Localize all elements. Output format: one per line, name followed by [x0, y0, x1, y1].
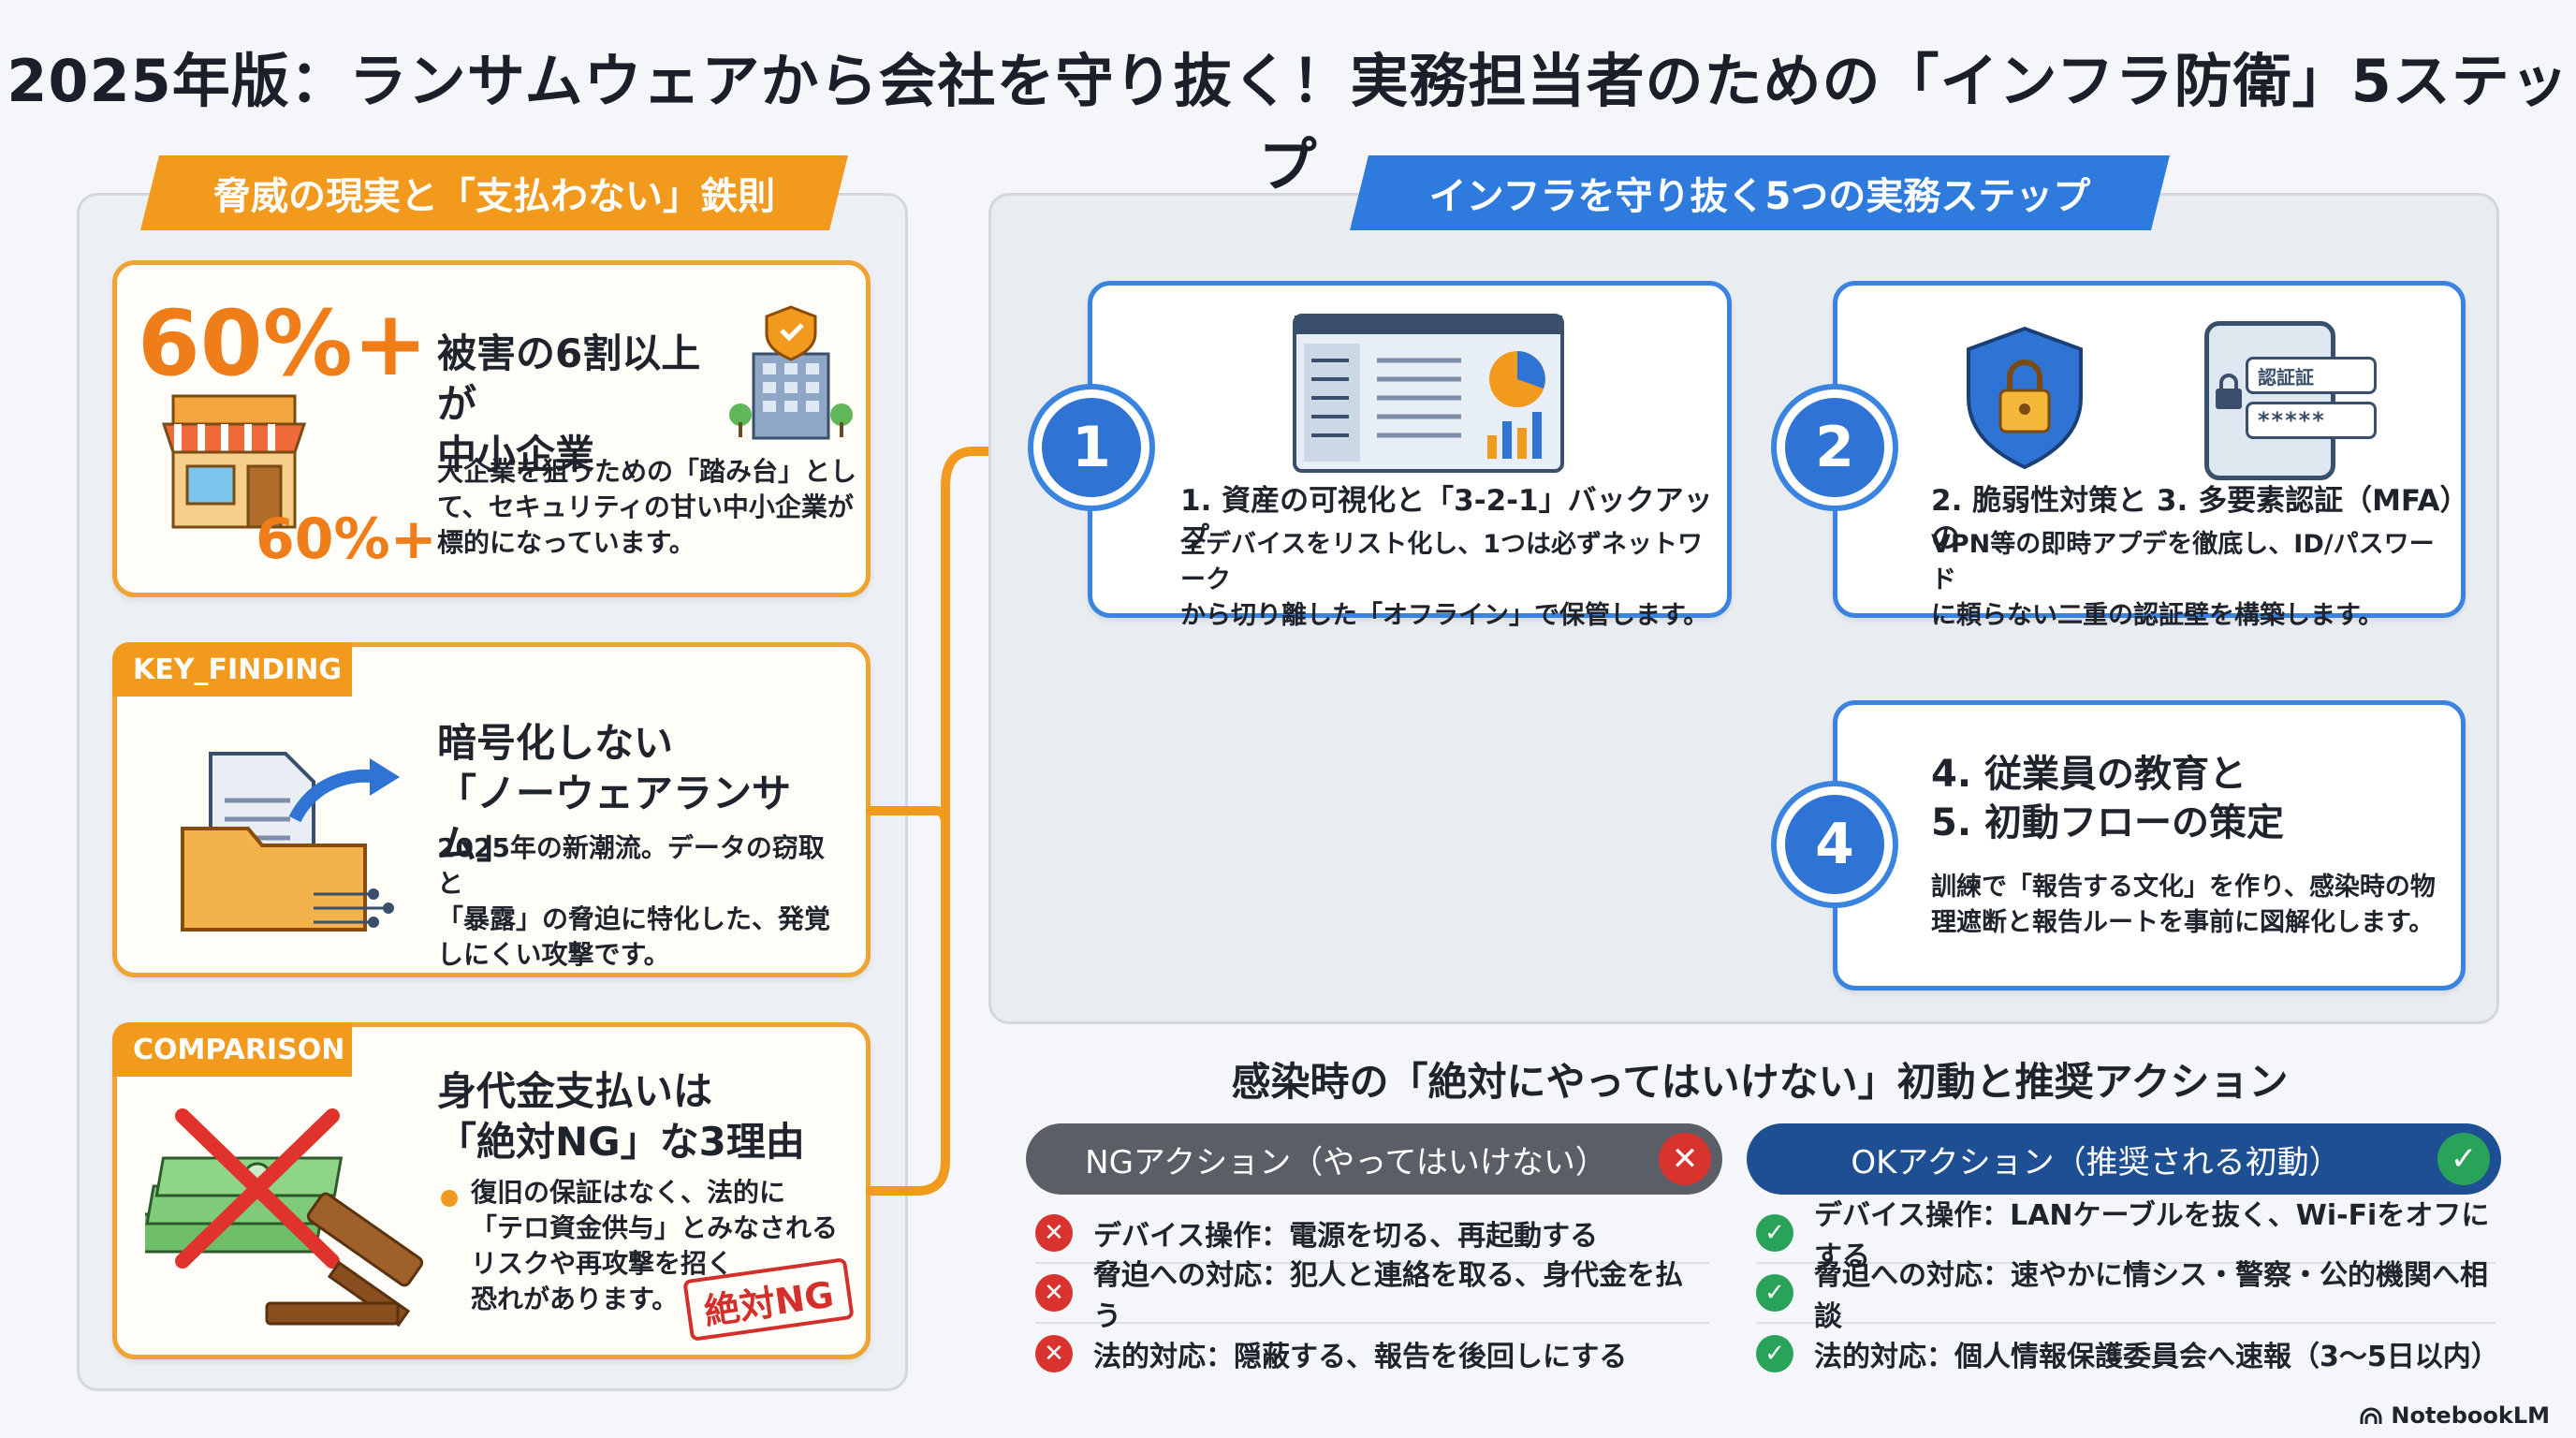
- step1-body-line2: から切り離した「オフライン」で保管します。: [1180, 600, 1709, 630]
- ok-actions-list: ✓ デバイス操作：LANケーブルを抜く、Wi-Fiをオフにする ✓ 脅迫への対応…: [1756, 1199, 2499, 1384]
- ng-x-icon: ✕: [1035, 1214, 1073, 1252]
- step1-card: 1. 資産の可視化と「3-2-1」バックアップ 全デバイスをリスト化し、1つは必…: [1088, 281, 1732, 630]
- step4-number: 4: [1785, 795, 1884, 894]
- step4-title-line2: 5. 初動フローの策定: [1931, 801, 2284, 844]
- step1-number: 1: [1042, 398, 1141, 497]
- ng-x-icon: ✕: [1035, 1274, 1073, 1312]
- ok-action-text: 脅迫への対応：速やかに情シス・警察・公的機関へ相談: [1814, 1259, 2488, 1333]
- ok-action-row: ✓ デバイス操作：LANケーブルを抜く、Wi-Fiをオフにする: [1756, 1199, 2496, 1273]
- sme-body-line1: 大企業を狙うための「踏み台」とし: [437, 456, 857, 487]
- ng-action-row: ✕ デバイス操作：電源を切る、再起動する: [1035, 1204, 1709, 1264]
- ransom-body-line4: 恐れがあります。: [471, 1284, 679, 1315]
- dashboard-icon: [1293, 314, 1564, 473]
- big-stat: 60%+: [138, 291, 429, 396]
- ransom-heading: 身代金支払いは 「絶対NG」な3理由: [437, 1066, 849, 1167]
- ok-check-icon: ✓: [1756, 1214, 1793, 1252]
- ng-x-icon: ✕: [1659, 1133, 1711, 1185]
- step2-number: 2: [1785, 398, 1884, 497]
- step4-body-line1: 訓練で「報告する文化」を作り、感染時の物: [1931, 873, 2436, 902]
- step1-number-badge: 1: [1028, 384, 1155, 511]
- money-gavel-icon: [136, 1102, 445, 1345]
- ng-actions-header-label: NGアクション（やってはいけない）: [1085, 1143, 1607, 1181]
- threat-panel-header: 脅威の現実と「支払わない」鉄則: [213, 175, 775, 218]
- step2-card: 認証証 ***** 2. 脆弱性対策と 3. 多要素認証（MFA）の VPN等の…: [1833, 281, 2466, 630]
- lock-small-icon: [2212, 374, 2246, 411]
- step4-number-badge: 4: [1771, 781, 1898, 908]
- noware-heading-line1: 暗号化しない: [437, 720, 674, 766]
- sme-body-line3: 標的になっています。: [437, 527, 695, 559]
- ransom-body: 復旧の保証はなく、法的に 「テロ資金供与」とみなされる リスクや再攻撃を招く 恐…: [471, 1175, 864, 1317]
- noware-body-line2: 「暴露」の脅迫に特化した、発覚: [437, 903, 831, 935]
- step2-body: VPN等の即時アプデを徹底し、ID/パスワード に頼らない二重の認証壁を構築しま…: [1931, 527, 2455, 633]
- step4-body-line2: 理遮断と報告ルートを事前に図解化します。: [1931, 907, 2435, 937]
- ng-actions-list: ✕ デバイス操作：電源を切る、再起動する ✕ 脅迫への対応：犯人と連絡を取る、身…: [1035, 1204, 1709, 1384]
- step1-body-line1: 全デバイスをリスト化し、1つは必ずネットワーク: [1180, 530, 1703, 594]
- step4-card: 4. 従業員の教育と 5. 初動フローの策定 訓練で「報告する文化」を作り、感染…: [1833, 700, 2466, 990]
- ransom-heading-line1: 身代金支払いは: [437, 1068, 713, 1114]
- actions-title: 感染時の「絶対にやってはいけない」初動と推奨アクション: [1231, 1059, 2289, 1105]
- small-stat: 60%+: [256, 506, 437, 572]
- step2-title: 2. 脆弱性対策と 3. 多要素認証（MFA）の: [1931, 484, 2455, 556]
- ok-action-text: デバイス操作：LANケーブルを抜く、Wi-Fiをオフにする: [1814, 1199, 2490, 1273]
- ok-actions-header-label: OKアクション（推奨される初動）: [1851, 1143, 2341, 1181]
- step2-number-badge: 2: [1771, 384, 1898, 511]
- ng-action-text: 脅迫への対応：犯人と連絡を取る、身代金を払う: [1093, 1259, 1683, 1333]
- sme-heading-line1: 被害の6割以上が: [437, 330, 701, 427]
- step4-body: 訓練で「報告する文化」を作り、感染時の物 理遮断と報告ルートを事前に図解化します…: [1931, 870, 2455, 941]
- noware-body-line3: しにくい攻撃です。: [437, 939, 670, 971]
- step4-title: 4. 従業員の教育と 5. 初動フローの策定: [1931, 750, 2455, 847]
- building-shield-icon: [725, 302, 856, 443]
- ng-actions-header: NGアクション（やってはいけない） ✕: [1026, 1123, 1722, 1195]
- ok-action-row: ✓ 脅迫への対応：速やかに情シス・警察・公的機関へ相談: [1756, 1259, 2496, 1333]
- sme-body: 大企業を狙うための「踏み台」とし て、セキュリティの甘い中小企業が 標的になって…: [437, 454, 868, 561]
- page-title: 2025年版：ランサムウェアから会社を守り抜く！実務担当者のための「インフラ防衛…: [7, 47, 2569, 199]
- bullet-dot-icon: [441, 1190, 458, 1207]
- noware-ransom-card: KEY_FINDING 暗号化しない 「ノーウェアランサム」 2025年の新潮流…: [112, 642, 871, 977]
- folder-export-icon: [173, 735, 417, 941]
- step2-body-line2: に頼らない二重の認証壁を構築します。: [1931, 600, 2384, 630]
- noware-heading-line2: 「ノーウェアランサム」: [437, 770, 792, 867]
- auth-label-field: 認証証: [2246, 357, 2377, 394]
- ok-action-text: 法的対応：個人情報保護委員会へ速報（3〜5日以内）: [1814, 1341, 2499, 1373]
- ng-action-text: デバイス操作：電源を切る、再起動する: [1093, 1220, 1599, 1253]
- shop-icon: [154, 387, 314, 536]
- ransom-body-line2: 「テロ資金供与」とみなされる: [471, 1212, 839, 1244]
- ng-x-icon: ✕: [1035, 1335, 1073, 1372]
- sme-heading-line2: 中小企業: [437, 431, 595, 477]
- ok-actions-header: OKアクション（推奨される初動） ✓: [1747, 1123, 2501, 1195]
- noware-body-line1: 2025年の新潮流。データの窃取と: [437, 832, 825, 900]
- shield-lock-icon: [1959, 323, 2090, 473]
- ng-action-row: ✕ 法的対応：隠蔽する、報告を後回しにする: [1035, 1324, 1709, 1384]
- comparison-tag: COMPARISON: [112, 1022, 352, 1077]
- sme-body-line2: て、セキュリティの甘い中小企業が: [437, 492, 854, 523]
- ok-check-icon: ✓: [1756, 1274, 1793, 1312]
- ransom-heading-line2: 「絶対NG」な3理由: [437, 1118, 805, 1165]
- ransom-body-line3: リスクや再攻撃を招く: [471, 1248, 734, 1280]
- sme-heading: 被害の6割以上が 中小企業: [437, 329, 737, 479]
- ok-action-row: ✓ 法的対応：個人情報保護委員会へ速報（3〜5日以内）: [1756, 1324, 2499, 1384]
- notebooklm-label: NotebookLM: [2391, 1402, 2550, 1429]
- key-finding-tag: KEY_FINDING: [112, 642, 352, 697]
- ng-action-text: 法的対応：隠蔽する、報告を後回しにする: [1093, 1341, 1628, 1373]
- ok-check-icon: ✓: [2437, 1133, 2490, 1185]
- noware-body: 2025年の新潮流。データの窃取と 「暴露」の脅迫に特化した、発覚 しにくい攻撃…: [437, 830, 849, 973]
- step4-title-line1: 4. 従業員の教育と: [1931, 753, 2247, 796]
- step1-title: 1. 資産の可視化と「3-2-1」バックアップ: [1180, 484, 1713, 556]
- sme-damage-card: 60%+ 60%+ 被害の6割以上が 中小企業 大企業を狙うための「踏み台」とし…: [112, 260, 871, 597]
- ng-action-row: ✕ 脅迫への対応：犯人と連絡を取る、身代金を払う: [1035, 1259, 1709, 1333]
- password-field: *****: [2246, 402, 2377, 439]
- noware-heading: 暗号化しない 「ノーウェアランサム」: [437, 718, 849, 869]
- ransom-payment-card: COMPARISON 身代金支払いは 「絶対NG」な3理由 復旧の保証はなく、法…: [112, 1022, 871, 1359]
- step2-body-line1: VPN等の即時アプデを徹底し、ID/パスワード: [1931, 530, 2435, 594]
- notebooklm-logo-icon: [2360, 1407, 2382, 1424]
- step1-body: 全デバイスをリスト化し、1つは必ずネットワーク から切り離した「オフライン」で保…: [1180, 527, 1723, 633]
- notebooklm-credit: NotebookLM: [2359, 1402, 2550, 1429]
- steps-panel-header: インフラを守り抜く5つの実務ステップ: [1428, 175, 2091, 218]
- ransom-body-line1: 復旧の保証はなく、法的に: [471, 1177, 786, 1208]
- ok-check-icon: ✓: [1756, 1335, 1793, 1372]
